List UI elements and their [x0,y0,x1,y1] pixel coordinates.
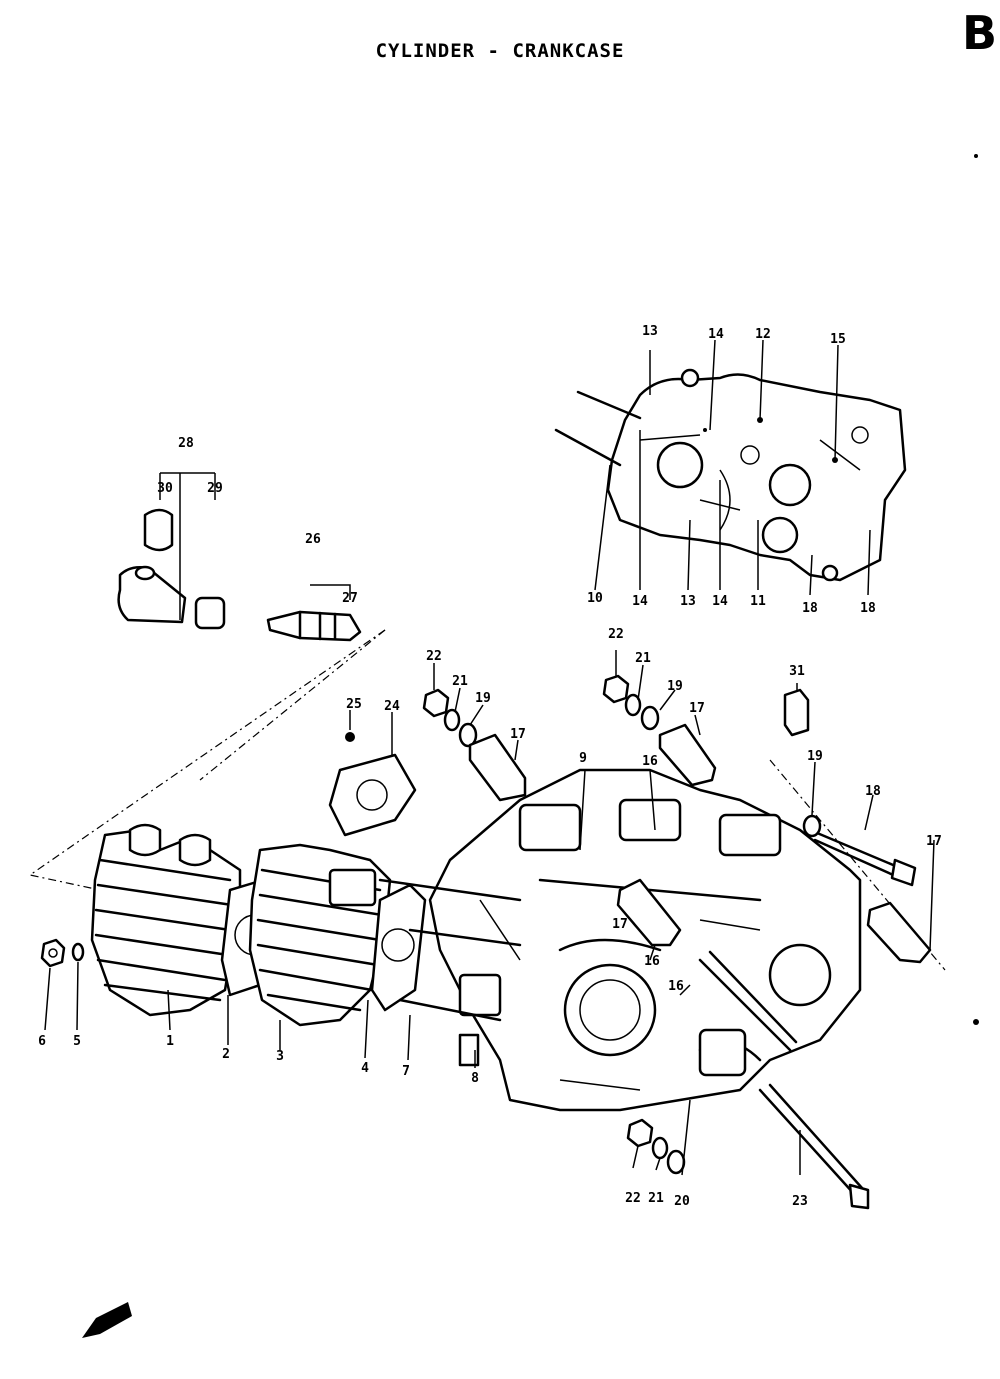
bushing [783,688,810,737]
callout-6: 6 [38,1034,46,1049]
callout-10: 10 [587,591,603,606]
callout-5: 5 [73,1034,81,1049]
leader-lines [44,339,935,1176]
callout-11: 11 [750,594,766,609]
callout-14b: 14 [632,594,648,609]
callout-20: 20 [674,1194,690,1209]
crankcase-assembly [428,768,862,1112]
callout-1: 1 [166,1034,174,1049]
callout-17d: 17 [926,834,942,849]
callout-17a: 17 [510,727,526,742]
callout-2: 2 [222,1047,230,1062]
callout-14a: 14 [708,327,724,342]
callout-13b: 13 [680,594,696,609]
callout-16a: 16 [642,754,658,769]
callout-28: 28 [178,436,194,451]
diagram-title: CYLINDER - CRANKCASE [375,40,625,62]
plug-cap-assembly [117,472,226,630]
callout-7: 7 [402,1064,410,1079]
callout-21b: 21 [635,651,651,666]
dowel-pin-3 [866,901,932,964]
callout-3: 3 [276,1049,284,1064]
callout-30: 30 [157,481,173,496]
callout-13a: 13 [642,324,658,339]
callout-26: 26 [305,532,321,547]
callout-31: 31 [789,664,805,679]
cover-screw [345,732,355,742]
cover-plate [328,753,417,837]
callout-16b: 16 [644,954,660,969]
callouts: 1 2 3 4 5 6 7 8 9 10 11 12 13 13 13 14 1… [38,324,942,1209]
callout-21a: 21 [452,674,468,689]
cylinder-washer [71,942,85,962]
callout-8: 8 [471,1071,479,1086]
callout-23: 23 [792,1194,808,1209]
callout-19c: 19 [807,749,823,764]
callout-24: 24 [384,699,400,714]
callout-12: 12 [755,327,771,342]
callout-9: 9 [579,751,587,766]
front-direction-arrow-icon [82,154,979,1338]
callout-4: 4 [361,1061,369,1076]
callout-16c: 16 [668,979,684,994]
dowel-pin-2 [658,723,717,787]
dowel-pin-1 [468,733,527,802]
cylinder-base-gasket [370,883,427,1012]
crankcase-bolt-23 [758,1083,870,1210]
alignment-lines [28,629,946,971]
crankcase-bolt-long [616,878,798,1052]
nut-washer-stack-1 [422,688,478,748]
cylinder-nut [40,938,66,968]
nut-washer-stack-3 [626,1118,686,1175]
callout-19b: 19 [667,679,683,694]
section-letter: B [962,6,998,60]
crankcase-bolt-18 [802,814,917,887]
callout-27: 27 [342,591,358,606]
callout-25: 25 [346,697,362,712]
callout-18b: 18 [860,601,876,616]
callout-19a: 19 [475,691,491,706]
nut-washer-stack-2 [602,674,660,731]
callout-18c: 18 [865,784,881,799]
callout-17c: 17 [612,917,628,932]
callout-18a: 18 [802,601,818,616]
callout-17b: 17 [689,701,705,716]
callout-22b: 22 [608,627,624,642]
cylinder-head [90,823,242,1017]
callout-29: 29 [207,481,223,496]
callout-15: 15 [830,332,846,347]
callout-22c: 22 [625,1191,641,1206]
spark-plug [266,584,362,642]
callout-21c: 21 [648,1191,664,1206]
cylinder-studs [378,878,522,1022]
callout-22a: 22 [426,649,442,664]
cylinder [248,843,392,1027]
callout-14c: 14 [712,594,728,609]
